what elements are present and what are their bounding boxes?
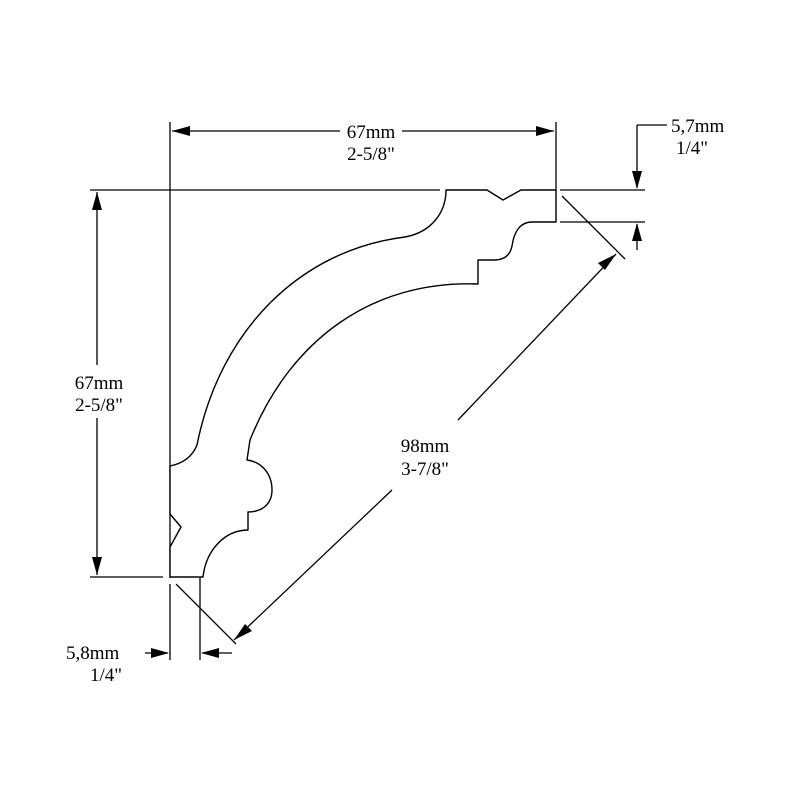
dimension-diagonal xyxy=(233,253,617,641)
dimension-top-width xyxy=(172,126,554,136)
dimension-left-height xyxy=(92,192,102,575)
extension-lines xyxy=(90,122,645,660)
top-width-imperial: 2-5/8" xyxy=(347,144,395,165)
bottom-thickness-metric: 5,8mm xyxy=(66,643,120,664)
left-height-imperial: 2-5/8" xyxy=(75,395,123,416)
right-thickness-imperial: 1/4" xyxy=(676,138,708,159)
dimension-right-thickness xyxy=(632,124,667,250)
bottom-thickness-imperial: 1/4" xyxy=(90,665,122,686)
dimension-bottom-thickness xyxy=(145,648,232,658)
diagonal-imperial: 3-7/8" xyxy=(401,459,449,480)
diagonal-metric: 98mm xyxy=(401,436,450,457)
top-width-metric: 67mm xyxy=(347,122,396,143)
left-height-metric: 67mm xyxy=(75,373,124,394)
right-thickness-metric: 5,7mm xyxy=(671,116,725,137)
crown-moulding-profile xyxy=(169,189,557,578)
